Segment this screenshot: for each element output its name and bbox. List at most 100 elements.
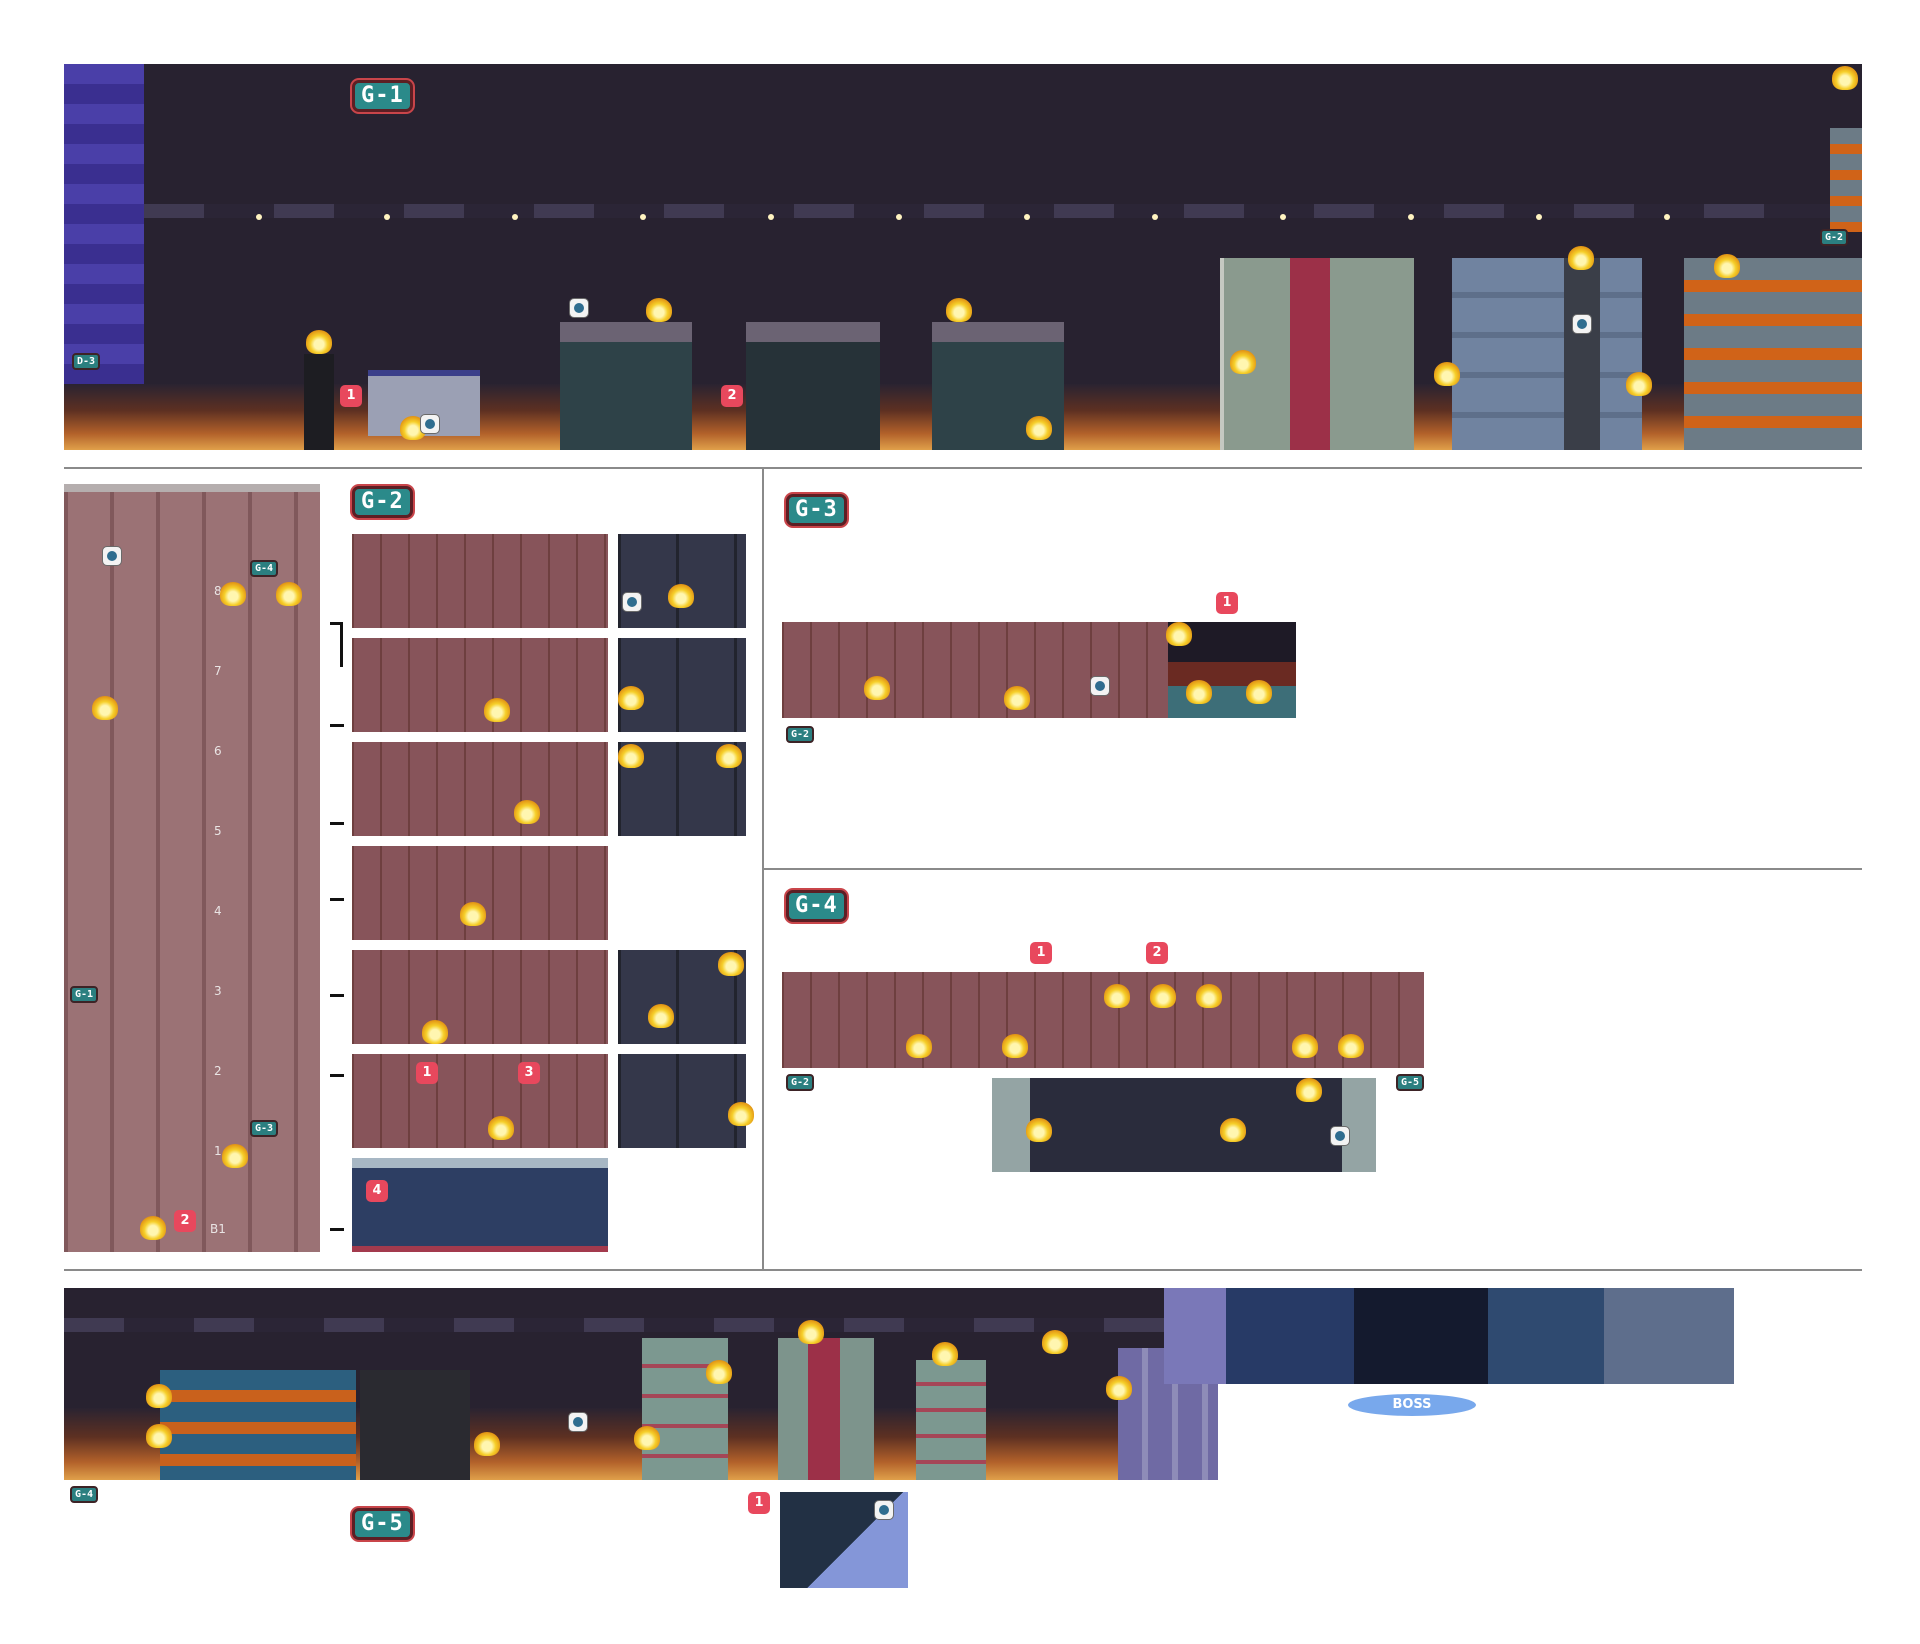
g2-floor-6 [352,742,608,836]
fire-icon [1338,1034,1364,1058]
g2-link-g4[interactable]: G-4 [250,560,279,577]
fire-icon [92,696,118,720]
g3-title: G-3 [786,494,847,526]
fire-icon [1166,622,1192,646]
floor-tick [330,898,344,901]
save-token-icon [622,592,642,612]
fire-icon [306,330,332,354]
slab-building [560,322,692,450]
save-token-icon [569,298,589,318]
purple-tower [64,64,144,384]
floor-number: 5 [214,824,222,838]
fire-icon [706,1360,732,1384]
teal-tower [642,1338,728,1480]
fire-icon [716,744,742,768]
g3-corridor [782,622,1168,718]
g2-marker-4: 4 [366,1180,388,1202]
fire-icon [1150,984,1176,1008]
g2-side-room [618,638,746,732]
red-column [808,1338,840,1480]
fire-icon [946,298,972,322]
g5-map [64,1288,1218,1480]
floor-number: 3 [214,984,222,998]
g2-link-g1[interactable]: G-1 [70,986,99,1003]
teal-tower-small [916,1360,986,1480]
fire-icon [798,1320,824,1344]
fire-icon [1026,1118,1052,1142]
save-token-icon [568,1412,588,1432]
floor-tick [330,724,344,727]
g2-link-g3[interactable]: G-3 [250,1120,279,1137]
floor-tick [330,1228,344,1231]
star [1408,214,1414,220]
fire-icon [146,1424,172,1448]
fire-icon [1568,246,1594,270]
fire-icon [1626,372,1652,396]
fire-icon [1832,66,1858,90]
floor-number: 2 [214,1064,222,1078]
g5-link-g4[interactable]: G-4 [70,1486,99,1503]
floor-tick [330,822,344,825]
g1-link-g2[interactable]: G-2 [1820,229,1849,246]
g4-marker-1: 1 [1030,942,1052,964]
fire-icon [514,800,540,824]
fire-icon [1026,416,1052,440]
floor-number: B1 [210,1222,226,1236]
g1-link-d3[interactable]: D-3 [72,353,101,370]
floor-tick [330,994,344,997]
dark-industrial [360,1370,470,1480]
fire-icon [932,1342,958,1366]
g2-marker-1: 1 [416,1062,438,1084]
divider-bottom [64,1269,1862,1271]
g2-floor-5 [352,846,608,940]
star [384,214,390,220]
g2-floor-b1 [352,1158,608,1252]
fire-icon [728,1102,754,1126]
star [1152,214,1158,220]
fire-icon [864,676,890,700]
fire-icon [222,1144,248,1168]
g2-marker-3: 3 [518,1062,540,1084]
fire-icon [488,1116,514,1140]
g3-link-g2[interactable]: G-2 [786,726,815,743]
fire-icon [140,1216,166,1240]
fire-icon [276,582,302,606]
save-token-icon [420,414,440,434]
g5-title: G-5 [352,1508,413,1540]
fire-icon [146,1384,172,1408]
g4-link-g5[interactable]: G-5 [1396,1074,1425,1091]
fire-icon [1296,1078,1322,1102]
divider-top [64,467,1862,469]
divider-middle [763,868,1862,870]
g1-marker-2: 2 [721,385,743,407]
fire-icon [1434,362,1460,386]
star-strip [64,1318,1218,1332]
g4-marker-2: 2 [1146,942,1168,964]
star [1280,214,1286,220]
fire-icon [422,1020,448,1044]
save-token-icon [1330,1126,1350,1146]
star [1664,214,1670,220]
star [1024,214,1030,220]
fire-column-right [1830,128,1862,232]
g4-link-g2[interactable]: G-2 [786,1074,815,1091]
fire-icon [618,686,644,710]
floor-tick [330,1074,344,1077]
fire-icon [460,902,486,926]
star [768,214,774,220]
g5-marker-1: 1 [748,1492,770,1514]
g2-floor-8 [352,534,608,628]
g2-floor-7 [352,638,608,732]
fire-icon [1230,350,1256,374]
g2-marker-2: 2 [174,1210,196,1232]
grey-tower-red-column [1290,258,1330,450]
fire-icon [1186,680,1212,704]
floor-number: 1 [214,1144,222,1158]
blue-fire-building [160,1370,356,1480]
star-strip [144,204,1862,218]
floor-number: 4 [214,904,222,918]
star [512,214,518,220]
fire-icon [906,1034,932,1058]
steel-tower [1452,258,1642,450]
g1-title: G-1 [352,80,413,112]
